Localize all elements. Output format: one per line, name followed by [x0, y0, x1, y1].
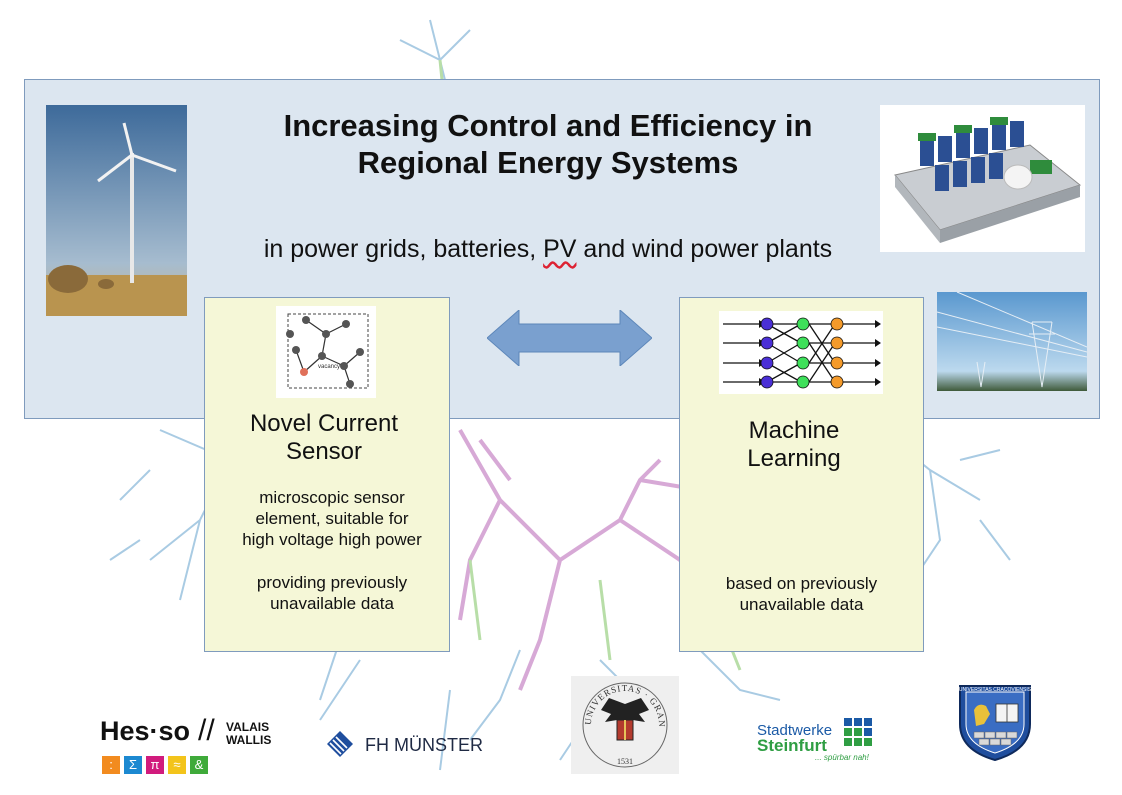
hes-so-symbol-5: &: [190, 756, 208, 774]
wind-turbine-photo: [46, 105, 187, 316]
power-lines-photo: [937, 292, 1087, 391]
hes-so-sub-2: WALLIS: [226, 733, 272, 747]
ml-desc-line-1: based on previously: [725, 574, 878, 593]
stadtwerke-steinfurt-logo: Stadtwerke Steinfurt ... spürbar nah!: [757, 716, 897, 764]
fh-muenster-wordmark: FH MÜNSTER: [365, 735, 483, 755]
sensor-card-description: microscopic sensor element, suitable for…: [204, 487, 460, 550]
sensor-desc-line-1: microscopic sensor: [259, 488, 405, 507]
ml-title-line-1: Machine: [748, 417, 840, 444]
hes-so-symbol-3: π: [146, 756, 164, 774]
hes-so-wordmark: Hes·so: [100, 716, 191, 746]
sensor-note-line-2: unavailable data: [270, 594, 394, 613]
sensor-desc-line-2: element, suitable for: [255, 509, 409, 528]
stadtwerke-line-2: Steinfurt: [757, 736, 827, 755]
fh-diamond-icon: [327, 731, 353, 757]
university-granada-seal: UNIVERSITAS · GRANATENSIS 1531: [571, 676, 679, 774]
slash-glyph: //: [198, 714, 215, 747]
hes-so-symbol-1: :: [102, 756, 120, 774]
fh-muenster-logo: FH MÜNSTER: [326, 730, 496, 760]
sensor-title-line-1: Novel Current: [249, 410, 399, 437]
cracow-banner-text: UNIVERSITAS CRACOVIENSIS: [959, 687, 1032, 693]
subtitle-part-2: and wind power plants: [576, 235, 833, 263]
subtitle-part-1: in power grids, batteries,: [263, 235, 544, 263]
sensor-title-line-2: Sensor: [285, 438, 363, 465]
vacancy-label: vacancy: [318, 364, 340, 370]
granada-year: 1531: [617, 757, 633, 766]
sensor-note-line-1: providing previously: [256, 573, 408, 592]
sensor-card-title: Novel Current Sensor: [204, 410, 444, 466]
ml-card-description: based on previously unavailable data: [679, 573, 924, 615]
title-line-2: Regional Energy Systems: [357, 145, 739, 180]
neural-network-figure: [719, 311, 883, 394]
stadtwerke-grid-icon: [844, 718, 872, 746]
hes-so-symbol-4: ≈: [168, 756, 186, 774]
subtitle: in power grids, batteries, PV and wind p…: [200, 235, 896, 264]
subtitle-pv-word: PV: [543, 235, 577, 263]
ml-title-line-2: Learning: [747, 445, 841, 472]
stadtwerke-slogan: ... spürbar nah!: [815, 753, 869, 762]
sensor-desc-line-3: high voltage high power: [242, 530, 422, 549]
title-line-1: Increasing Control and Efficiency in: [283, 108, 813, 143]
page-title: Increasing Control and Efficiency in Reg…: [230, 107, 866, 181]
crystal-lattice-figure: vacancy: [276, 306, 376, 398]
sensor-card-note: providing previously unavailable data: [204, 572, 460, 614]
hes-so-logo: Hes·so // VALAIS WALLIS : Σ π ≈ &: [100, 714, 280, 778]
university-cracow-shield: UNIVERSITAS CRACOVIENSIS: [959, 685, 1032, 762]
ml-card-title: Machine Learning: [679, 417, 909, 473]
stadtwerke-line-1: Stadtwerke: [757, 722, 833, 739]
hes-so-sub-1: VALAIS: [226, 720, 270, 734]
ml-desc-line-2: unavailable data: [739, 595, 864, 614]
bidirectional-arrow-icon: [487, 310, 652, 366]
battery-pack-photo: [880, 105, 1085, 252]
hes-so-symbol-2: Σ: [124, 756, 142, 774]
